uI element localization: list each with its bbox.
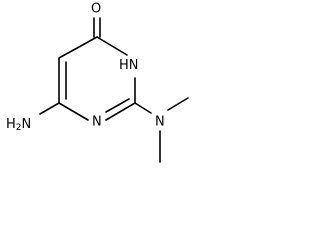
bond-c6-nh2 [39, 102, 60, 115]
atom-n-ring: N [92, 115, 102, 130]
bond-c2-nme2 [134, 102, 152, 114]
atom-nh-ring-h: H [119, 58, 129, 73]
atom-n-dimethyl: N [155, 115, 165, 130]
bond-n1-c2 [105, 102, 136, 121]
bond-n-methyl-up [167, 97, 189, 111]
atom-nh2-n: N [22, 117, 32, 132]
chemical-structure: O HN N H2N N [6, 2, 189, 163]
atom-nh2-h: H [6, 117, 16, 132]
atom-nh2: H2N [6, 117, 31, 133]
atom-o: O [91, 2, 101, 17]
bond-c6-n1 [58, 102, 89, 121]
bond-n3-c4 [96, 36, 128, 56]
atom-nh-ring-n: N [129, 58, 139, 73]
atom-nh-ring: HN [119, 58, 139, 73]
atom-nh2-subscript: 2 [16, 123, 22, 133]
bond-c4-c5 [58, 36, 98, 59]
bond-n1-c2-inner [105, 98, 130, 113]
